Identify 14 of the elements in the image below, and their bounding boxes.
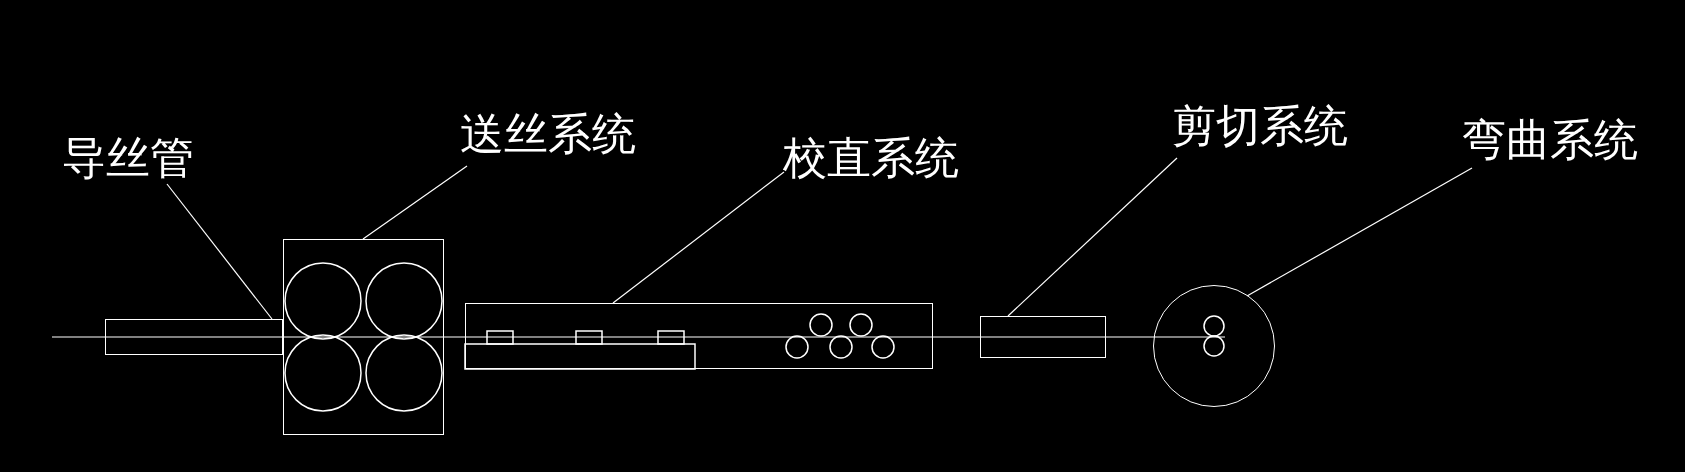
frame-box	[465, 303, 933, 369]
part-label: 送丝系统	[460, 110, 636, 159]
part-label: 剪切系统	[1172, 102, 1348, 151]
frame-box	[105, 319, 283, 355]
leader-line	[1246, 167, 1473, 297]
part-label: 导丝管	[62, 134, 194, 183]
leader-line	[362, 165, 468, 240]
part-label: 校直系统	[783, 134, 959, 183]
part-label: 弯曲系统	[1462, 116, 1638, 165]
frame-box	[283, 239, 444, 435]
leader-line	[612, 171, 785, 304]
frame-box	[980, 316, 1106, 358]
leader-line	[1007, 157, 1178, 317]
leader-line	[166, 183, 273, 320]
